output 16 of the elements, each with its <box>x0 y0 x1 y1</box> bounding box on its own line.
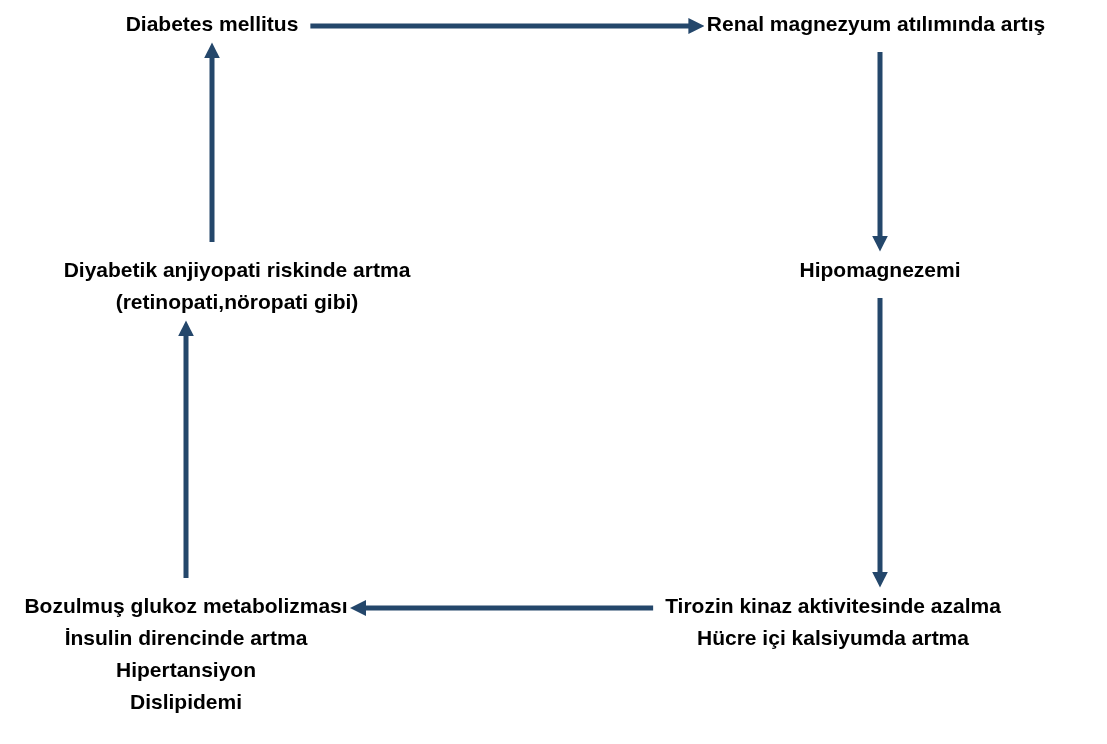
arrow <box>310 18 705 34</box>
arrow <box>872 298 888 588</box>
arrow <box>204 42 220 242</box>
node-text: Tirozin kinaz aktivitesinde azalma <box>665 593 1001 619</box>
arrow <box>350 600 654 616</box>
node-text: Bozulmuş glukoz metabolizması <box>24 593 348 619</box>
node-text: Dislipidemi <box>129 689 243 715</box>
node-text: Diabetes mellitus <box>125 11 299 37</box>
node-text: İnsulin direncinde artma <box>63 625 309 651</box>
node-text: Renal magnezyum atılımında artış <box>706 11 1046 37</box>
node-text: Hipomagnezemi <box>799 257 961 283</box>
arrow <box>178 320 194 578</box>
node-text: Hücre içi kalsiyumda artma <box>696 625 970 651</box>
arrow <box>872 52 888 252</box>
node-text: Diyabetik anjiyopati riskinde artma (retinopati,nöropati gibi) <box>62 257 412 315</box>
node-text: Hipertansiyon <box>115 657 257 683</box>
